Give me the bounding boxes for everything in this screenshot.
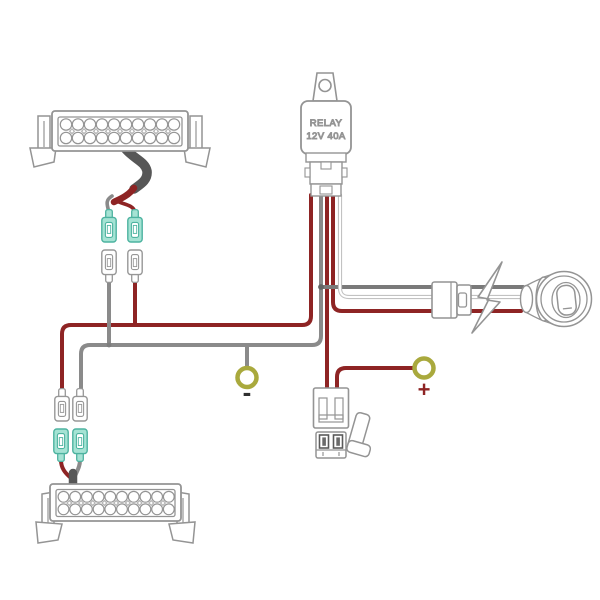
led bbox=[151, 490, 164, 503]
top-bar-leds bbox=[59, 118, 181, 145]
led bbox=[107, 118, 121, 131]
wire-red-relay-to-bars bbox=[60, 193, 313, 392]
led bbox=[162, 503, 175, 516]
led bbox=[127, 503, 140, 516]
led bbox=[104, 490, 117, 503]
led-divider bbox=[164, 127, 172, 135]
negative-ring-terminal: - bbox=[235, 365, 259, 407]
junction-dot-ground bbox=[106, 342, 112, 348]
quick-disconnect-white bbox=[72, 387, 88, 422]
led bbox=[139, 503, 152, 516]
wire-gray-relay-to-bars bbox=[79, 193, 323, 392]
led-divider bbox=[104, 127, 112, 135]
led bbox=[69, 490, 82, 503]
led bbox=[71, 118, 85, 131]
wire-red-fuse-to-positive bbox=[335, 366, 416, 393]
quick-disconnect-teal bbox=[53, 428, 69, 463]
led bbox=[71, 131, 85, 145]
led bbox=[115, 503, 128, 516]
round-rocker-switch bbox=[519, 270, 593, 328]
led bbox=[83, 131, 97, 145]
led bbox=[162, 490, 175, 503]
led-divider bbox=[89, 499, 97, 507]
led bbox=[143, 118, 157, 131]
led bbox=[115, 490, 128, 503]
led bbox=[155, 118, 169, 131]
led bbox=[167, 118, 181, 131]
led-divider bbox=[159, 499, 167, 507]
switch-rocker bbox=[556, 284, 577, 316]
led bbox=[57, 503, 70, 516]
bottom-bar-leds bbox=[57, 490, 175, 516]
led bbox=[69, 503, 82, 516]
led bbox=[131, 131, 145, 145]
lightning-bolt-icon bbox=[471, 261, 503, 334]
led-divider bbox=[101, 499, 108, 507]
led bbox=[80, 490, 93, 503]
led-divider bbox=[66, 499, 73, 507]
led bbox=[119, 118, 133, 131]
negative-sign-label: - bbox=[243, 377, 252, 407]
quick-disconnect-white bbox=[101, 249, 117, 284]
led bbox=[59, 131, 73, 145]
quick-disconnect-teal bbox=[127, 208, 143, 243]
led-light-bar-bottom bbox=[35, 483, 196, 544]
led-divider bbox=[68, 127, 76, 135]
fuse-holder-cap bbox=[346, 411, 372, 458]
led bbox=[155, 131, 169, 145]
led bbox=[80, 503, 93, 516]
led-divider bbox=[128, 127, 136, 135]
led bbox=[95, 131, 109, 145]
led bbox=[131, 118, 145, 131]
led-divider bbox=[136, 499, 143, 507]
led-light-bar-top bbox=[29, 110, 211, 168]
led-divider bbox=[152, 127, 160, 135]
led bbox=[151, 503, 164, 516]
led bbox=[59, 118, 73, 131]
led-divider bbox=[77, 499, 85, 507]
relay-12v-40a: RELAY 12V 40A bbox=[300, 72, 352, 197]
led-divider bbox=[140, 127, 148, 135]
led bbox=[92, 503, 105, 516]
led-divider bbox=[112, 499, 120, 507]
led bbox=[119, 131, 133, 145]
led bbox=[107, 131, 121, 145]
wire-white-core bbox=[339, 194, 521, 298]
inline-fuse-holder bbox=[312, 387, 372, 459]
led-divider bbox=[147, 499, 155, 507]
positive-ring-terminal: + bbox=[412, 356, 436, 402]
quick-disconnect-white bbox=[54, 387, 70, 422]
quick-disconnect-teal bbox=[101, 208, 117, 243]
led-divider bbox=[80, 127, 88, 135]
top-bar-cable bbox=[119, 142, 152, 194]
led-divider bbox=[92, 127, 100, 135]
led bbox=[83, 118, 97, 131]
quick-disconnect-teal bbox=[72, 428, 88, 463]
positive-sign-label: + bbox=[418, 377, 431, 402]
led bbox=[143, 131, 157, 145]
relay-mount-hole bbox=[318, 78, 332, 93]
led bbox=[139, 490, 152, 503]
led bbox=[57, 490, 70, 503]
switch-connector-plug bbox=[431, 281, 472, 319]
led bbox=[92, 490, 105, 503]
led-divider bbox=[116, 127, 124, 135]
junction-dot-switch-branch bbox=[318, 284, 324, 290]
led-divider bbox=[124, 499, 132, 507]
led bbox=[127, 490, 140, 503]
relay-label-line2: 12V 40A bbox=[306, 131, 346, 142]
blade-fuse bbox=[315, 431, 347, 459]
quick-disconnect-white bbox=[127, 249, 143, 284]
led bbox=[95, 118, 109, 131]
led bbox=[104, 503, 117, 516]
plug-latch bbox=[457, 292, 468, 308]
wire-red-relay-to-switch bbox=[331, 193, 523, 313]
led bbox=[167, 131, 181, 145]
relay-label-line1: RELAY bbox=[310, 118, 343, 129]
